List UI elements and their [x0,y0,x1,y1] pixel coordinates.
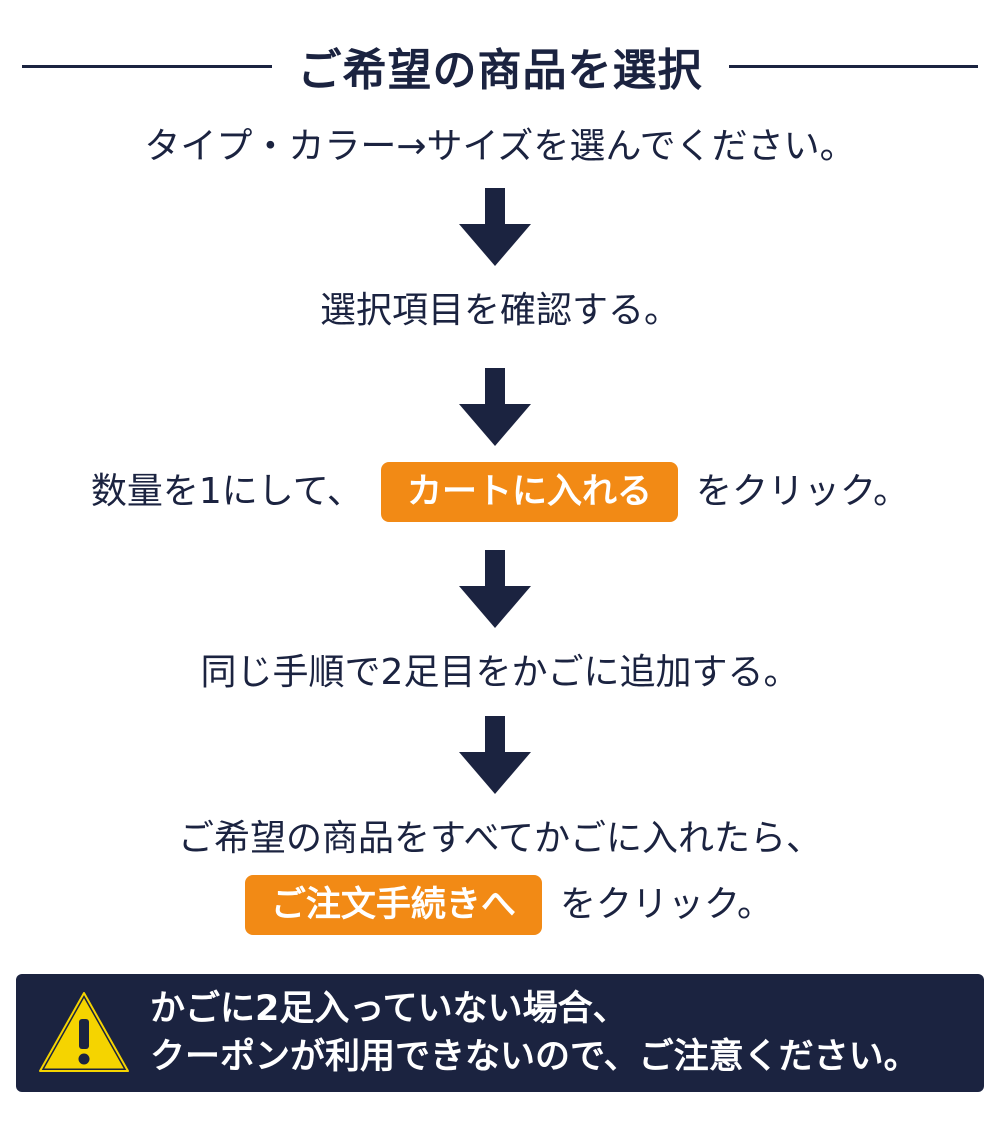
step-3-row: 数量を1にして、 カートに入れる をクリック。 [0,462,1000,522]
heading-left-line [22,64,272,68]
down-arrow-icon [459,188,531,266]
step-3-prefix: 数量を1にして、 [90,471,363,512]
step-3-suffix: をクリック。 [695,471,910,512]
step-5-line1: ご希望の商品をすべてかごに入れたら、 [177,818,823,859]
down-arrow-icon [459,550,531,628]
step-2-text: 選択項目を確認する。 [319,290,680,331]
section-heading: ご希望の商品を選択 [22,36,978,96]
warning-line-2: クーポンが利用できないので、ご注意ください。 [150,1037,919,1077]
page-title: ご希望の商品を選択 [297,45,703,96]
add-to-cart-button: カートに入れる [380,462,678,522]
heading-right-line [728,64,978,68]
warning-banner: かごに2足入っていない場合、 クーポンが利用できないので、ご注意ください。 [16,974,984,1092]
warning-message: かごに2足入っていない場合、 クーポンが利用できないので、ご注意ください。 [150,985,919,1081]
warning-triangle-icon [37,990,131,1074]
step-5-row: ご注文手続きへ をクリック。 [0,875,1000,935]
step-5-suffix: をクリック。 [559,884,774,925]
warning-line-1: かごに2足入っていない場合、 [150,989,628,1029]
down-arrow-icon [459,716,531,794]
down-arrow-icon [459,368,531,446]
step-4-text: 同じ手順で2足目をかごに追加する。 [200,652,800,693]
checkout-button: ご注文手続きへ [244,875,542,935]
step-1-text: タイプ・カラー→サイズを選んでください。 [144,126,856,167]
